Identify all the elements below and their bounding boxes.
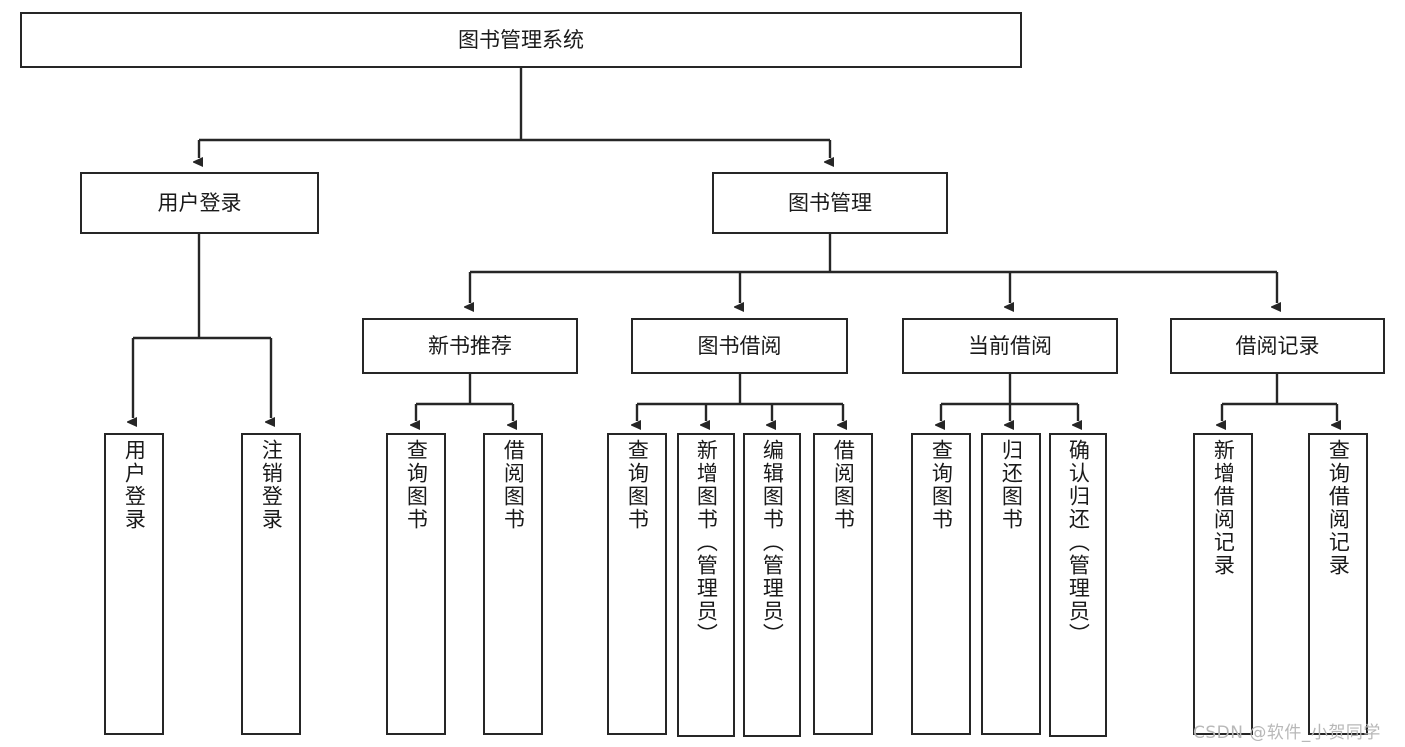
leaf-user-logout[interactable]: 注销登录: [241, 433, 301, 735]
leaf-recommend-query-book[interactable]: 查询图书: [386, 433, 446, 735]
node-label: 图书借阅: [697, 333, 782, 358]
node-label: 图书管理系统: [458, 27, 584, 52]
node-label: 查询图书: [404, 439, 429, 531]
node-label: 借阅图书: [831, 439, 856, 531]
leaf-user-login[interactable]: 用户登录: [104, 433, 164, 735]
leaf-record-add-borrow-record[interactable]: 新增借阅记录: [1193, 433, 1253, 735]
edges-borrow-to-leaves: [637, 374, 843, 421]
edges-record-to-leaves: [1222, 374, 1337, 421]
node-label: 归还图书: [999, 439, 1024, 531]
leaf-borrow-edit-book-admin[interactable]: 编辑图书（管理员）: [743, 433, 801, 737]
leaf-borrow-borrow-book[interactable]: 借阅图书: [813, 433, 873, 735]
node-label: 借阅图书: [501, 439, 526, 531]
node-book-borrow[interactable]: 图书借阅: [631, 318, 848, 374]
leaf-current-query-book[interactable]: 查询图书: [911, 433, 971, 735]
leaf-record-query-borrow-record[interactable]: 查询借阅记录: [1308, 433, 1368, 735]
node-label: 新增借阅记录: [1211, 439, 1236, 577]
leaf-current-return-book[interactable]: 归还图书: [981, 433, 1041, 735]
csdn-watermark: CSDN @软件_小贺同学: [1193, 723, 1381, 743]
node-label: 用户登录: [157, 190, 242, 215]
edges-newbook-to-leaves: [416, 374, 513, 421]
node-label: 图书管理: [788, 190, 872, 215]
leaf-current-confirm-return-admin[interactable]: 确认归还（管理员）: [1049, 433, 1107, 737]
node-new-book-recommend[interactable]: 新书推荐: [362, 318, 578, 374]
edges-userlogin-to-leaves: [133, 234, 271, 418]
node-label: 确认归还（管理员）: [1066, 439, 1091, 646]
node-label: 新书推荐: [428, 333, 512, 358]
node-label: 注销登录: [259, 439, 284, 531]
node-label: 当前借阅: [968, 333, 1052, 358]
node-user-login[interactable]: 用户登录: [80, 172, 319, 234]
leaf-borrow-add-book-admin[interactable]: 新增图书（管理员）: [677, 433, 735, 737]
node-label: 用户登录: [122, 439, 147, 531]
node-label: 编辑图书（管理员）: [760, 439, 785, 646]
node-book-management[interactable]: 图书管理: [712, 172, 948, 234]
leaf-borrow-query-book[interactable]: 查询图书: [607, 433, 667, 735]
node-root-book-management-system[interactable]: 图书管理系统: [20, 12, 1022, 68]
edges-current-to-leaves: [941, 374, 1078, 421]
node-label: 查询借阅记录: [1326, 439, 1351, 577]
edges-root-to-level2: [199, 68, 830, 158]
leaf-recommend-borrow-book[interactable]: 借阅图书: [483, 433, 543, 735]
node-borrow-record[interactable]: 借阅记录: [1170, 318, 1385, 374]
edges-bookmgmt-to-level3: [470, 234, 1277, 303]
node-label: 查询图书: [929, 439, 954, 531]
node-label: 新增图书（管理员）: [694, 439, 719, 646]
node-current-borrow[interactable]: 当前借阅: [902, 318, 1118, 374]
node-label: 查询图书: [625, 439, 650, 531]
node-label: 借阅记录: [1235, 333, 1320, 358]
